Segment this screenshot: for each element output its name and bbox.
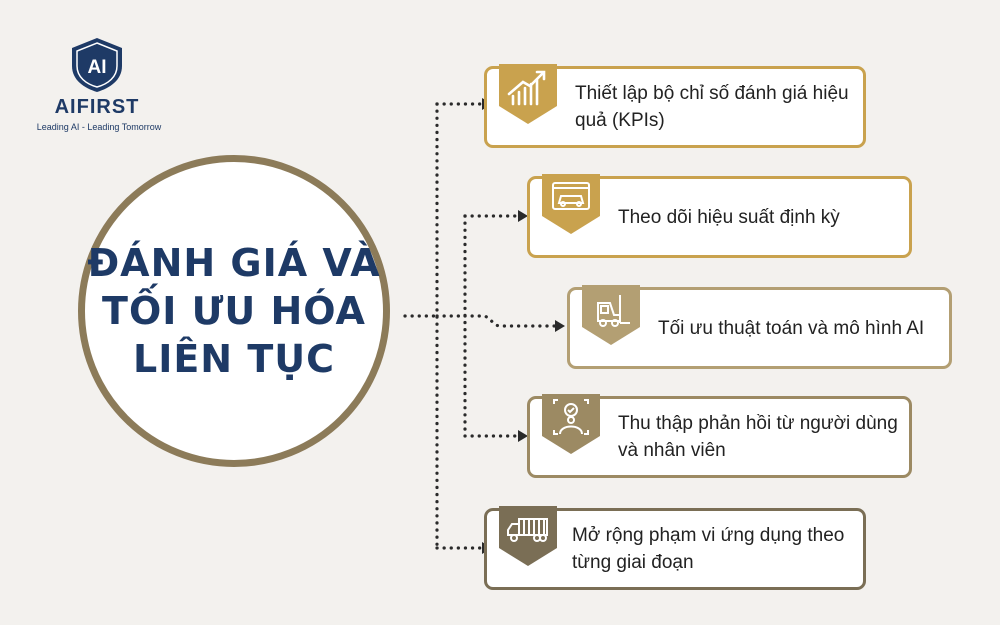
central-topic-circle: ĐÁNH GIÁ VÀ TỐI ƯU HÓA LIÊN TỤC <box>78 155 390 467</box>
monitor-car-icon <box>542 174 600 234</box>
forklift-icon <box>582 285 640 345</box>
truck-icon <box>499 506 557 566</box>
step-card-text: Theo dõi hiệu suất định kỳ <box>618 206 840 228</box>
central-topic-title: ĐÁNH GIÁ VÀ TỐI ƯU HÓA LIÊN TỤC <box>87 241 381 381</box>
user-check-icon <box>542 394 600 454</box>
step-card-text: Thu thập phản hồi từ người dùng và nhân … <box>618 413 898 461</box>
logo-mark-text: AI <box>88 57 107 78</box>
step-card-text: Tối ưu thuật toán và mô hình AI <box>658 317 925 339</box>
brand-name: AIFIRST <box>54 96 140 118</box>
brand-logo: AI AIFIRST Leading AI - Leading Tomorrow <box>28 36 178 146</box>
step-card-text: Mở rộng phạm vi ứng dụng theo từng giai … <box>572 525 845 573</box>
step-card-text: Thiết lập bộ chỉ số đánh giá hiệu quả (K… <box>575 83 849 131</box>
shield-logo-icon: AI <box>72 38 122 92</box>
brand-tagline: Leading AI - Leading Tomorrow <box>36 122 162 132</box>
growth-chart-icon <box>499 64 557 124</box>
